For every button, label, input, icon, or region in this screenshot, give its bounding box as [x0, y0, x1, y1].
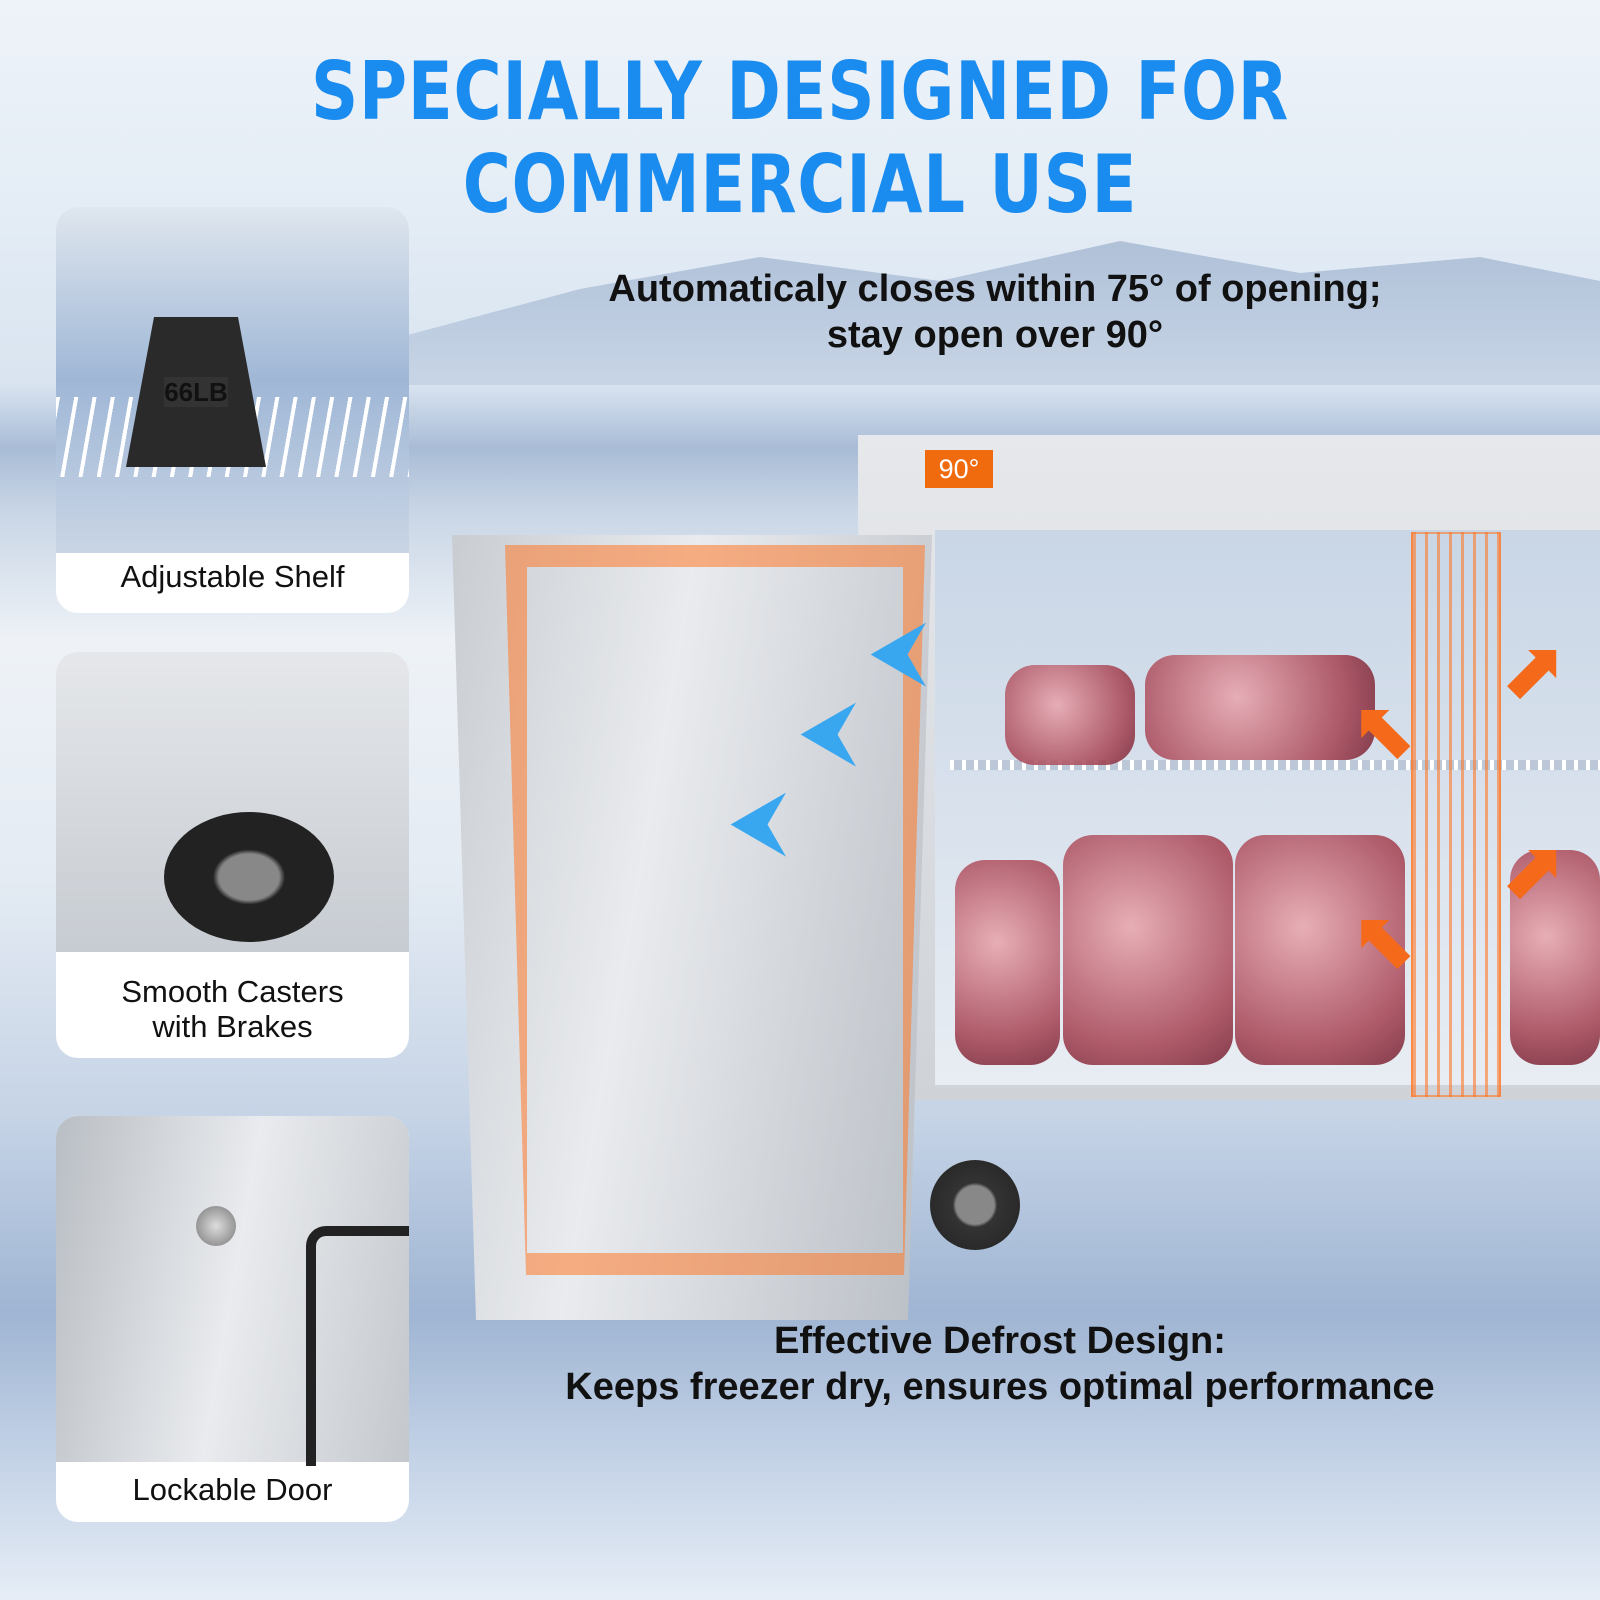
wheel-icon	[164, 812, 334, 942]
meat	[955, 860, 1060, 1065]
caster-wheel	[930, 1160, 1020, 1250]
meat	[1235, 835, 1405, 1065]
defrost-heater-strip	[1411, 532, 1501, 1097]
heated-door-gasket	[505, 545, 925, 1275]
lock-icon	[196, 1206, 236, 1246]
open-door[interactable]	[452, 535, 932, 1320]
defrost-note-line1: Effective Defrost Design:	[774, 1320, 1226, 1362]
meat	[1063, 835, 1233, 1065]
door-edge	[306, 1226, 409, 1466]
heat-arrow-icon: ⬉	[1350, 685, 1418, 774]
shelf-image: 66LB	[56, 207, 409, 553]
feature-card-shelf: 66LB Adjustable Shelf	[56, 207, 409, 613]
meat	[1510, 850, 1600, 1065]
defrost-note: Effective Defrost Design: Keeps freezer …	[480, 1318, 1520, 1410]
door-note-line2: stay open over 90°	[826, 314, 1164, 356]
door-note: Automaticaly closes within 75° of openin…	[520, 266, 1470, 358]
lock-image	[56, 1116, 409, 1466]
cold-air-arrow-icon: ⮜	[730, 775, 787, 864]
cold-air-arrow-icon: ⮜	[870, 605, 927, 694]
interior-shelf	[950, 760, 1600, 770]
angle-badge: 90°	[925, 450, 993, 488]
feature-label: Lockable Door	[132, 1472, 333, 1507]
caster-image	[56, 652, 409, 952]
heat-arrow-icon: ⬈	[1500, 825, 1568, 914]
defrost-note-line2: Keeps freezer dry, ensures optimal perfo…	[565, 1366, 1435, 1408]
heat-arrow-icon: ⬉	[1350, 895, 1418, 984]
feature-card-casters: Smooth Casters with Brakes	[56, 652, 409, 1058]
page-title: SPECIALLY DESIGNED FOR COMMERCIAL USE	[310, 45, 1290, 231]
feature-card-lock: Lockable Door	[56, 1116, 409, 1522]
meat	[1005, 665, 1135, 765]
cold-air-arrow-icon: ⮜	[800, 685, 857, 774]
feature-label-line2: with Brakes	[152, 1009, 313, 1044]
meat	[1145, 655, 1375, 760]
feature-label-line1: Smooth Casters	[121, 974, 344, 1009]
feature-label: Adjustable Shelf	[120, 559, 345, 594]
weight-icon: 66LB	[126, 317, 266, 467]
door-note-line1: Automaticaly closes within 75° of openin…	[608, 268, 1382, 310]
heat-arrow-icon: ⬈	[1500, 625, 1568, 714]
